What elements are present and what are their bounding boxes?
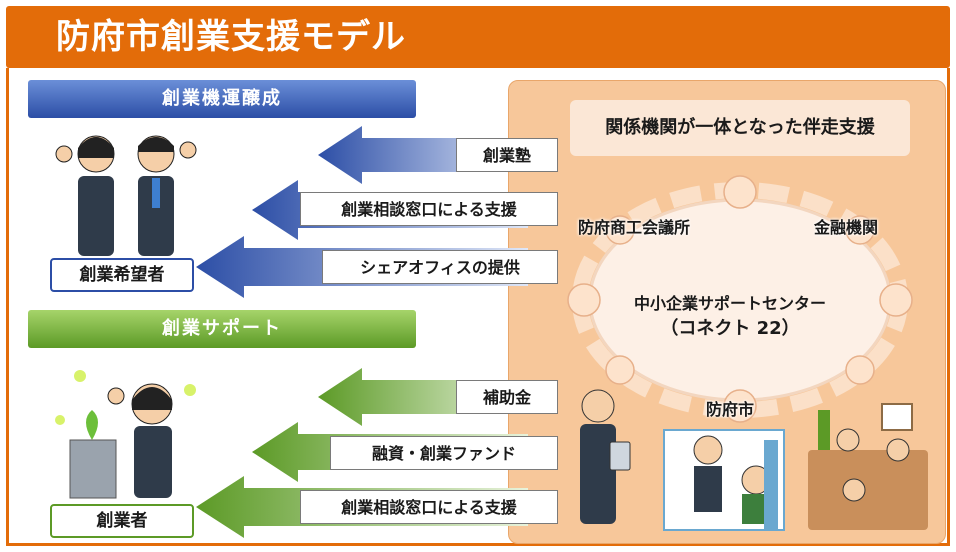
ring-label-finance: 金融機関 [814, 218, 879, 237]
hands-ring-illustration [567, 175, 913, 423]
section-head-blue: 創業機運醸成 [28, 80, 416, 118]
title-bar: 防府市創業支援モデル [6, 6, 950, 68]
blue-arrow-label-2: 創業相談窓口による支援 [300, 192, 558, 226]
page-title: 防府市創業支援モデル [56, 17, 406, 57]
section-head-green: 創業サポート [28, 310, 416, 348]
office-illustrations [580, 389, 928, 531]
businessman-icon [580, 389, 631, 524]
center-label-line1: 中小企業サポートセンター [633, 294, 826, 313]
frame-border [6, 68, 950, 546]
center-label-line2: （コネクト 22） [660, 318, 800, 339]
support-panel-head: 関係機関が一体となった伴走支援 [570, 100, 910, 156]
ring-label-chamber: 防府商工会議所 [578, 218, 691, 237]
green-arrow-label-1: 補助金 [456, 380, 558, 414]
green-arrow-label-2: 融資・創業ファンド [330, 436, 558, 470]
consultation-icon [663, 429, 785, 531]
green-arrow-label-3: 創業相談窓口による支援 [300, 490, 558, 524]
ring-label-city: 防府市 [706, 400, 755, 419]
aspiring-entrepreneur-label: 創業希望者 [50, 258, 194, 292]
blue-arrow-label-3: シェアオフィスの提供 [322, 250, 558, 284]
blue-arrow-label-1: 創業塾 [456, 138, 558, 172]
shared-office-icon [808, 403, 928, 530]
aspiring-entrepreneurs-illustration [55, 135, 197, 256]
entrepreneur-illustration [55, 370, 196, 499]
entrepreneur-label: 創業者 [50, 504, 194, 538]
